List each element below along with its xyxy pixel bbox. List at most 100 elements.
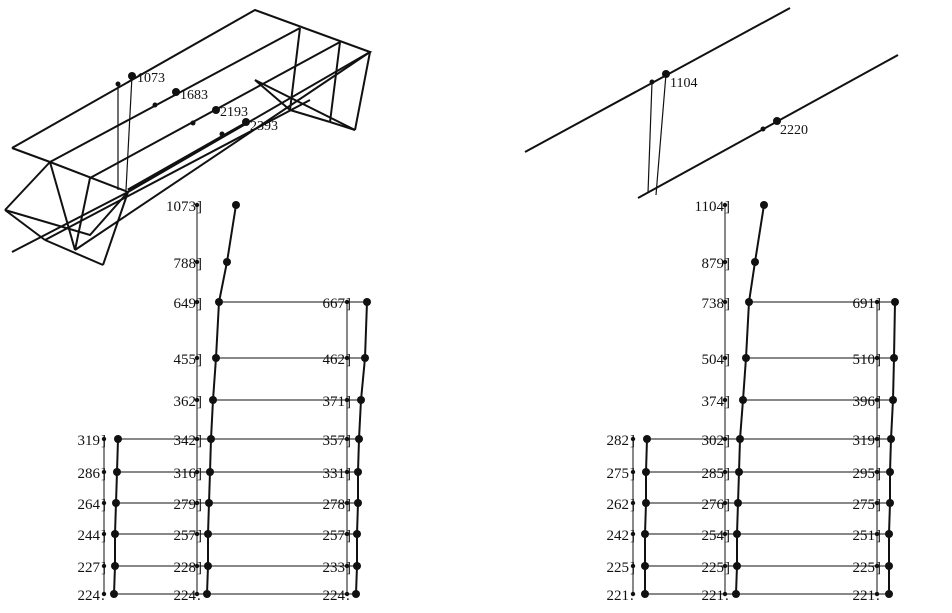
- right-mode-point: [885, 562, 893, 570]
- center-col-label: 879: [702, 256, 725, 272]
- persp-label: 2393: [250, 119, 278, 134]
- label-tick: ]: [197, 560, 202, 576]
- center-ref-point: [722, 202, 728, 208]
- label-tick: ]: [197, 296, 202, 312]
- right-ref-point: [874, 299, 880, 305]
- right-ref-point: [874, 563, 880, 569]
- label-tick: ]: [101, 497, 106, 513]
- label-tick: ]: [197, 466, 202, 482]
- left-col-label: 275: [607, 466, 630, 482]
- center-col-label: 285: [702, 466, 725, 482]
- label-tick: ]: [346, 394, 351, 410]
- center-col-label: 302: [702, 433, 725, 449]
- right-ref-point: [344, 436, 350, 442]
- left-ref-point: [630, 500, 636, 506]
- left-mode-point: [642, 468, 650, 476]
- right-col-label: 510: [853, 352, 876, 368]
- label-tick: ]: [630, 433, 635, 449]
- label-tick: ]: [725, 394, 730, 410]
- center-mode-point: [732, 590, 740, 598]
- center-col-label: 221: [702, 588, 725, 604]
- label-tick: ]: [197, 433, 202, 449]
- left-ref-point: [630, 563, 636, 569]
- left-perspective-labels: 1073 1683 2193 2393: [137, 71, 278, 134]
- left-mode-point: [642, 499, 650, 507]
- center-mode-point: [204, 530, 212, 538]
- right-col-label: 371: [323, 394, 346, 410]
- right-ref-point: [344, 299, 350, 305]
- center-col-label: 224: [174, 588, 197, 604]
- right-mode-point: [352, 590, 360, 598]
- right-mode-point: [363, 298, 371, 306]
- label-tick: ]: [630, 560, 635, 576]
- center-col-label: 455: [174, 352, 197, 368]
- center-ref-point: [194, 591, 200, 597]
- right-col-label: 357: [323, 433, 346, 449]
- left-mode-line: [113, 438, 119, 595]
- label-tick: .: [725, 588, 729, 604]
- right-mode-point: [354, 499, 362, 507]
- center-col-label: 316: [174, 466, 197, 482]
- center-mode-point: [734, 499, 742, 507]
- left-col-label: 264: [78, 497, 101, 513]
- center-mode-point: [751, 258, 759, 266]
- label-tick: ]: [725, 296, 730, 312]
- label-tick: ]: [197, 256, 202, 272]
- left-mode-point: [641, 590, 649, 598]
- left-ref-point: [101, 531, 107, 537]
- right-mode-point: [357, 396, 365, 404]
- label-tick: ]: [197, 394, 202, 410]
- label-tick: .: [630, 588, 634, 604]
- left-ref-point: [630, 591, 636, 597]
- center-mode-point: [760, 201, 768, 209]
- center-mode-point: [739, 396, 747, 404]
- right-mode-point: [353, 562, 361, 570]
- persp-label: 2220: [780, 123, 808, 138]
- label-tick: ]: [725, 352, 730, 368]
- persp-label: 1104: [670, 76, 697, 91]
- left-mode-point: [112, 499, 120, 507]
- center-ref-point: [194, 436, 200, 442]
- right-mode-point: [354, 468, 362, 476]
- center-mode-point: [735, 468, 743, 476]
- label-tick: ]: [346, 352, 351, 368]
- right-col-label: 319: [853, 433, 876, 449]
- left-ref-point: [101, 469, 107, 475]
- left-perspective-points: [115, 72, 250, 137]
- right-col-label: 667: [323, 296, 346, 312]
- right-col-label: 295: [853, 466, 876, 482]
- center-col-label: 342: [174, 433, 197, 449]
- label-tick: ]: [876, 466, 881, 482]
- center-col-label: 254: [702, 528, 725, 544]
- center-mode-point: [206, 468, 214, 476]
- center-col-label: 1104: [695, 199, 725, 215]
- center-col-label: 362: [174, 394, 197, 410]
- center-ref-point: [194, 355, 200, 361]
- left-col-label: 319: [78, 433, 101, 449]
- center-mode-point: [745, 298, 753, 306]
- center-ref-point: [722, 563, 728, 569]
- center-mode-point: [232, 201, 240, 209]
- left-col-label: 221: [607, 588, 630, 604]
- left-mode-point: [114, 435, 122, 443]
- label-tick: ]: [876, 560, 881, 576]
- right-ref-point: [344, 397, 350, 403]
- center-col-label: 276: [702, 497, 725, 513]
- center-mode-point: [223, 258, 231, 266]
- right-col-label: 233: [323, 560, 346, 576]
- right-col-label: 251: [853, 528, 876, 544]
- center-col-label: 1073: [166, 199, 196, 215]
- right-ref-point: [874, 469, 880, 475]
- right-mode-point: [886, 468, 894, 476]
- right-ref-point: [344, 531, 350, 537]
- label-tick: ]: [725, 433, 730, 449]
- label-tick: ]: [725, 528, 730, 544]
- right-ref-point: [344, 500, 350, 506]
- left-col-label: 242: [607, 528, 630, 544]
- right-mode-line: [888, 301, 896, 594]
- label-tick: ]: [101, 528, 106, 544]
- center-ref-point: [722, 531, 728, 537]
- right-ref-point: [874, 591, 880, 597]
- center-ref-point: [194, 563, 200, 569]
- left-ref-point: [630, 469, 636, 475]
